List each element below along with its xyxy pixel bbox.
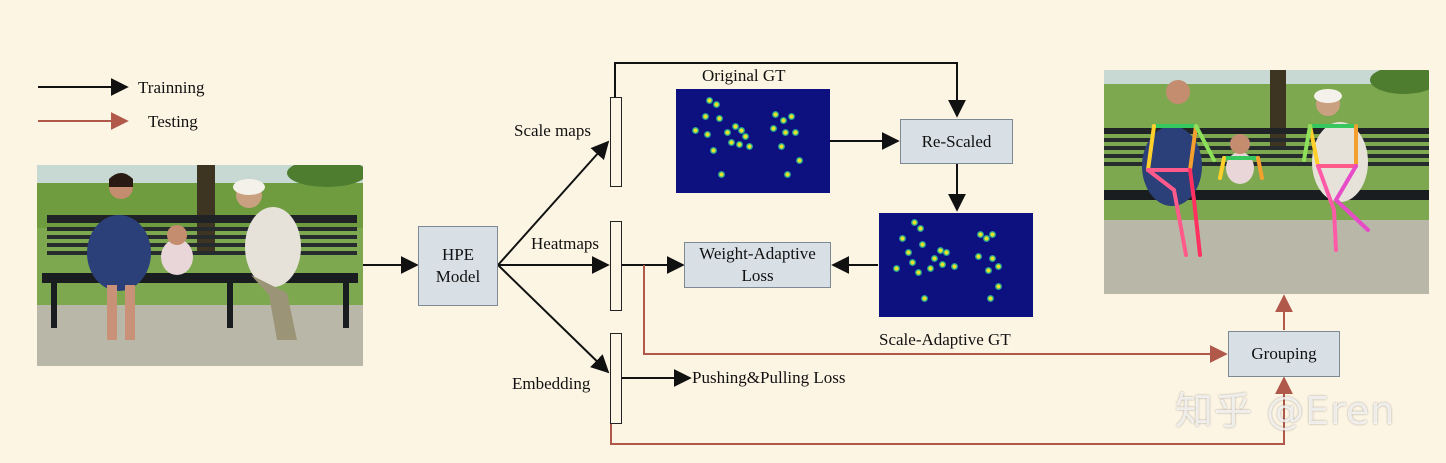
- weight-adaptive-line2: Loss: [741, 266, 774, 285]
- grouping-box: Grouping: [1228, 331, 1340, 377]
- rescaled-label: Re-Scaled: [921, 131, 992, 151]
- rescaled-box: Re-Scaled: [900, 119, 1013, 164]
- push-pull-loss-label: Pushing&Pulling Loss: [692, 368, 846, 387]
- weight-adaptive-loss-box: Weight-Adaptive Loss: [684, 242, 831, 288]
- original-gt-label: Original GT: [702, 66, 786, 85]
- result-photo-drawing: [1104, 70, 1429, 294]
- arrow-scale-to-rescaled: [614, 62, 966, 118]
- arrow-heat-to-grouping: [643, 265, 1228, 363]
- watermark: 知乎 @Eren: [1175, 389, 1396, 433]
- original-gt-heatmap: [676, 89, 830, 193]
- arrow-embed-to-grouping: [610, 376, 1293, 445]
- hpe-model-box: HPE Model: [418, 226, 498, 306]
- embedding-label: Embedding: [512, 374, 591, 393]
- legend-testing-label: Testing: [148, 112, 198, 131]
- scale-maps-label: Scale maps: [514, 121, 591, 140]
- input-photo: [37, 165, 363, 366]
- grouping-label: Grouping: [1251, 344, 1317, 363]
- legend-training-label: Trainning: [138, 78, 205, 97]
- arrow-hpe-to-embed: [497, 264, 610, 374]
- arrow-hpe-to-scale: [497, 140, 610, 266]
- scale-adaptive-gt-heatmap: [879, 213, 1033, 317]
- scale-maps-bar: [610, 97, 622, 187]
- weight-adaptive-line1: Weight-Adaptive: [699, 244, 816, 263]
- hpe-model-line1: HPE: [441, 245, 475, 264]
- embedding-bar: [610, 333, 622, 424]
- heatmaps-bar: [610, 221, 622, 311]
- input-photo-drawing: [37, 165, 363, 366]
- scale-adaptive-gt-label: Scale-Adaptive GT: [879, 330, 1011, 349]
- hpe-model-line2: Model: [435, 267, 481, 286]
- result-photo: [1104, 70, 1429, 294]
- heatmaps-label: Heatmaps: [531, 234, 599, 253]
